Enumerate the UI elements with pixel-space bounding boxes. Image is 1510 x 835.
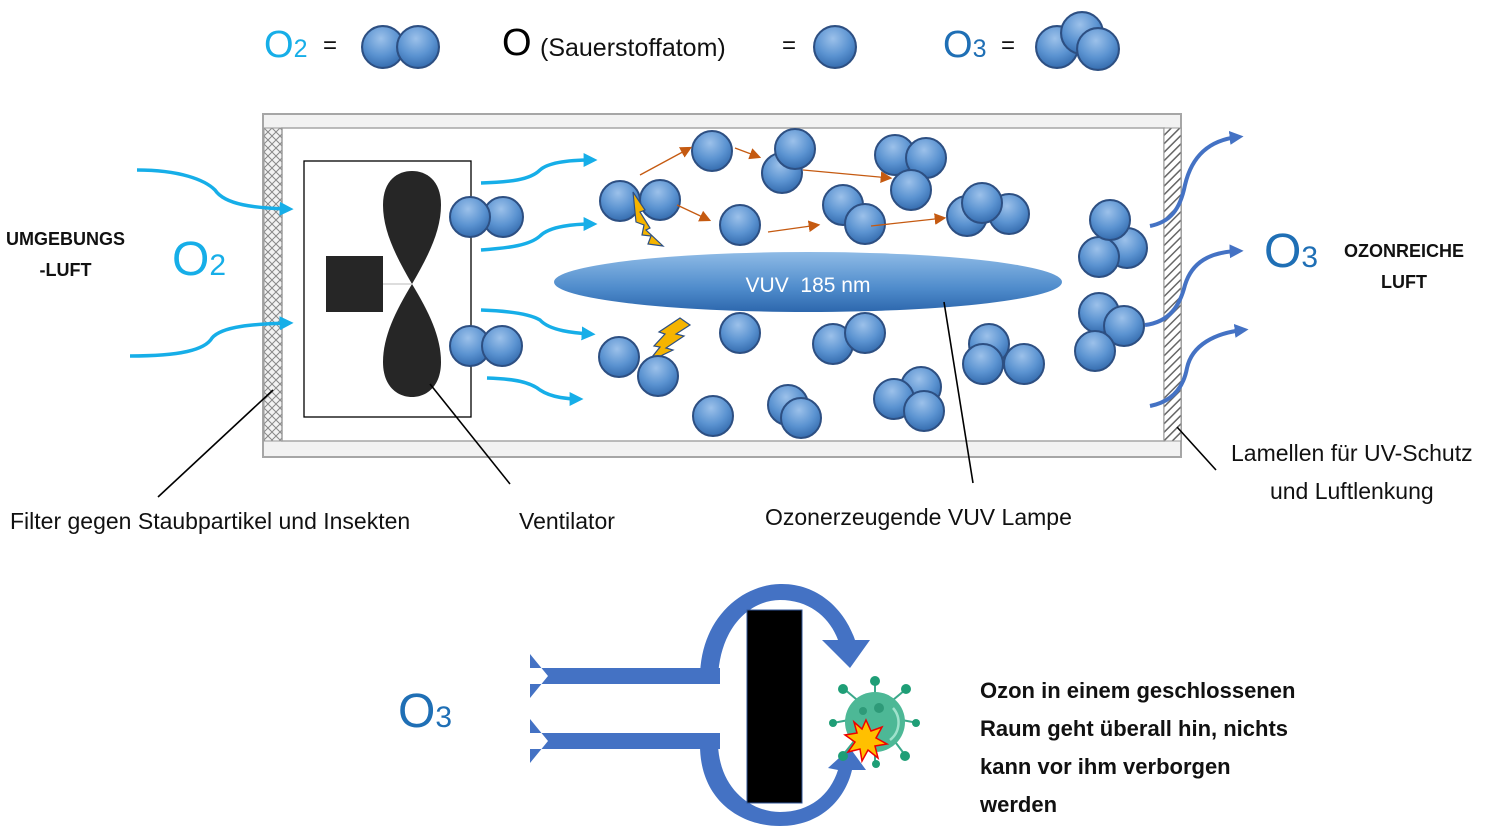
louvers-callout-line2: und Luftlenkung [1269,478,1434,504]
bottom-formula: O3 [398,684,452,739]
fan [303,160,472,418]
legend-o-symbol: O [502,22,532,64]
legend-o: O [502,22,532,65]
fan-airflow-arrows [480,153,598,406]
o-atom [691,130,733,172]
outlet-arrow [1149,130,1244,228]
obstacle [746,609,803,804]
legend-o3-subscript: 3 [972,35,987,63]
statement-line: werden [980,792,1058,817]
legend-o-equals: = [782,32,797,59]
airflow-arrow [480,308,596,341]
flow-arrow-curve-top [700,583,870,678]
inlet-title: UMGEBUNGS -LUFT [6,224,125,286]
bottom-formula-symbol: O [398,685,436,738]
explosion-icon [843,718,890,764]
outlet-title: OZONREICHE LUFT [1344,236,1464,298]
callout-lines [157,301,1217,498]
bottom-formula-subscript: 3 [435,701,453,734]
legend-o2-subscript: 2 [293,35,308,63]
reaction-arrows [639,146,947,233]
outlet-title-line1: OZONREICHE [1344,241,1465,261]
airflow-arrow [480,153,598,185]
inlet-formula-subscript: 2 [209,249,227,282]
legend-o3-molecule [1035,10,1120,72]
legend-o3-symbol: O [943,24,973,66]
fan-blade-bottom [383,284,441,397]
statement-line: Ozon in einem geschlossenen [980,678,1296,703]
lightning-icon [632,191,665,247]
outlet-arrow [1144,244,1244,327]
ozone-statement: Ozon in einem geschlossenen Raum geht üb… [980,672,1295,824]
lamp-label: VUV 185 nm [746,274,871,297]
dust-filter [263,127,283,442]
fan-callout-label: Ventilator [519,508,615,534]
legend-o-desc: (Sauerstoffatom) [540,34,726,62]
fan-motor [326,256,383,312]
inlet-arrow [129,316,294,358]
fan-blade-top [383,171,441,284]
legend-o3: O3 [943,24,986,67]
flow-arrow-curve-bottom [700,745,866,826]
legend-o2-molecule [361,24,440,70]
inlet-title-line1: UMGEBUNGS [6,229,126,249]
lamp-callout-label: Ozonerzeugende VUV Lampe [765,504,1072,530]
inlet-arrow [136,168,294,216]
statement-line: Raum geht überall hin, nichts [980,716,1289,741]
outlet-arrow [1149,323,1249,408]
bottom-ozone-flow [475,583,870,826]
flow-arrow [475,719,720,763]
inlet-title-line2: -LUFT [39,260,92,280]
louvers-callout-line1: Lamellen für UV-Schutz [1231,440,1473,466]
outlet-formula-subscript: 3 [1301,241,1319,274]
statement-line: kann vor ihm verborgen [980,754,1231,779]
o-atom [719,204,761,246]
airflow-arrow [480,217,598,252]
inlet-airflow-arrows [129,168,294,358]
o-atom [639,179,681,221]
legend-o2: O2 [264,24,307,67]
legend-o3-equals: = [1001,32,1016,59]
legend-o2-equals: = [323,32,338,59]
legend-o-atom [813,24,857,70]
legend-o2-symbol: O [264,24,294,66]
louvers-callout-label: Lamellen für UV-Schutz und Luftlenkung [1231,434,1473,510]
inlet-formula: O2 [172,232,226,287]
outlet-airflow-arrows [1144,130,1249,408]
outlet-formula: O3 [1264,224,1318,279]
outlet-formula-symbol: O [1264,225,1302,278]
outlet-title-line2: LUFT [1381,272,1427,292]
airflow-arrow [486,376,584,406]
vuv-lamp [554,252,1062,312]
filter-callout-label: Filter gegen Staubpartikel und Insekten [10,508,411,534]
flow-arrow [475,654,720,698]
inlet-formula-symbol: O [172,233,210,286]
